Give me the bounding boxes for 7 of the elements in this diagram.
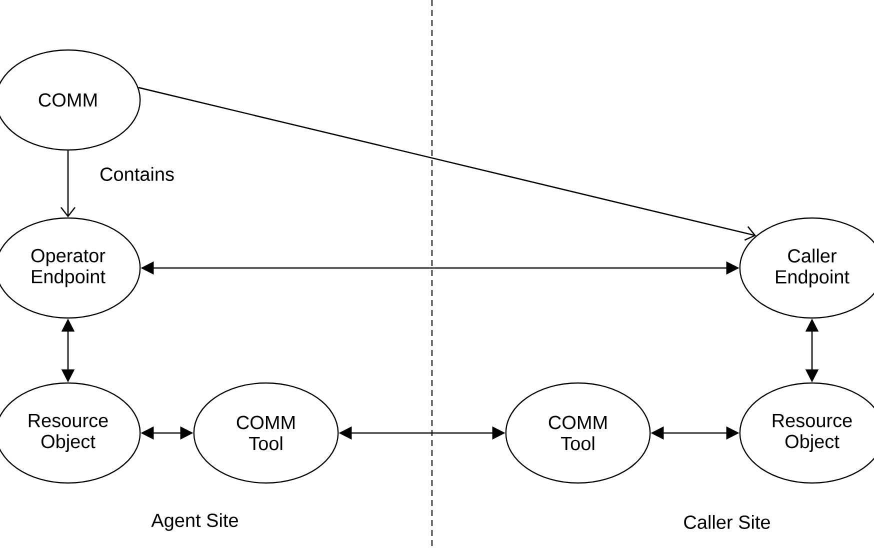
arrow [138,86,756,241]
site-label: Agent Site [151,513,238,531]
edge-label: Contains [100,167,174,181]
site-label: Caller Site [684,515,770,529]
arrow [60,150,76,218]
ellipse-node: COMM Tool [505,382,651,484]
ellipse-node: COMM Tool [193,382,339,484]
